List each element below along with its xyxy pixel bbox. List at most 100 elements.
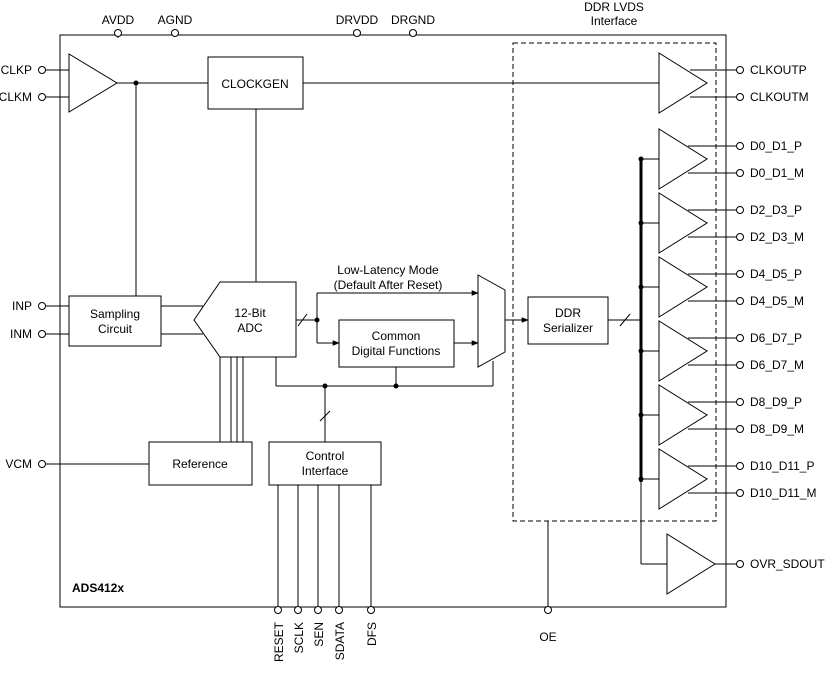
pin-ovr-sdout[interactable] [736,560,744,568]
pin-inp[interactable] [38,302,46,310]
pin-inm[interactable] [38,330,46,338]
clockgen-block [207,56,304,110]
pin-sdata-label: SDATA [333,622,347,660]
bus-junction [638,284,644,290]
pin-sclk[interactable] [294,606,302,614]
pin-drgnd[interactable] [409,29,417,37]
pin-d6-d7-m-label: D6_D7_M [750,358,804,372]
pin-d10-d11-m[interactable] [736,489,744,497]
clock-output-buffer [658,52,708,114]
supply-pins: AVDD AGND DRVDD DRGND [102,13,435,38]
pin-sclk-label: SCLK [292,622,306,653]
pin-d4-d5-m[interactable] [736,297,744,305]
low-latency-label-line1: Low-Latency Mode [337,263,439,277]
bus-junction [638,476,644,482]
clockgen-label: CLOCKGEN [221,77,288,91]
bus-junction [638,220,644,226]
pin-ovr-sdout-label: OVR_SDOUT [750,557,825,571]
bus-junction [638,412,644,418]
pin-clkp[interactable] [38,66,46,74]
pin-d2-d3-m[interactable] [736,233,744,241]
data-output-buffer [658,128,708,190]
pin-d10-d11-p-label: D10_D11_P [750,459,815,473]
pin-drvdd-label: DRVDD [336,13,379,27]
pin-agnd-label: AGND [158,13,193,27]
pin-clkoutp[interactable] [736,66,744,74]
pin-d6-d7-m[interactable] [736,361,744,369]
chip-name: ADS412x [72,581,124,595]
adc-label-line1: 12-Bit [234,306,266,320]
pin-oe[interactable] [544,606,552,614]
pin-d8-d9-m[interactable] [736,425,744,433]
pin-clkp-label: CLKP [1,63,32,77]
pin-sen[interactable] [314,606,322,614]
interface-title-line2: Interface [591,14,638,28]
adc-block [193,281,297,358]
pin-d6-d7-p-label: D6_D7_P [750,331,802,345]
pin-d4-d5-p-label: D4_D5_P [750,267,802,281]
pin-clkm-label: CLKM [0,90,32,104]
pin-agnd[interactable] [171,29,179,37]
bus-junction [638,348,644,354]
pin-clkm[interactable] [38,93,46,101]
pin-d8-d9-m-label: D8_D9_M [750,422,804,436]
control-pins: RESET SCLK SEN SDATA DFS [272,485,379,662]
pin-oe-label: OE [539,630,556,644]
analog-input-section: INP INM Sampling Circuit [10,295,203,347]
pin-d0-d1-p[interactable] [736,142,744,150]
sampling-circuit-block [68,295,162,347]
control-interface-block [268,441,382,486]
pin-dfs-label: DFS [365,622,379,646]
pin-d4-d5-m-label: D4_D5_M [750,294,804,308]
pin-d4-d5-p[interactable] [736,270,744,278]
pin-clkoutm[interactable] [736,93,744,101]
bus-junction [638,156,644,162]
pin-dfs[interactable] [367,606,375,614]
clock-input-buffer [68,53,118,113]
pin-d2-d3-m-label: D2_D3_M [750,230,804,244]
pin-d8-d9-p[interactable] [736,398,744,406]
pin-d0-d1-p-label: D0_D1_P [750,139,802,153]
pin-clkoutp-label: CLKOUTP [750,63,807,77]
data-output-buffer [658,320,708,382]
serializer-label-line1: DDR [555,306,581,320]
pin-drgnd-label: DRGND [391,13,435,27]
reference-block [148,441,253,486]
pin-d6-d7-p[interactable] [736,334,744,342]
pin-drvdd[interactable] [353,29,361,37]
pin-inm-label: INM [10,327,32,341]
ovr-output-buffer [666,533,716,595]
pin-sdata[interactable] [335,606,343,614]
control-label-line1: Control [306,449,345,463]
pin-d2-d3-p[interactable] [736,206,744,214]
ddr-serializer-block [527,296,609,345]
pin-vcm[interactable] [38,460,46,468]
ddr-lvds-region [512,42,717,522]
common-label-line1: Common [372,329,421,343]
pin-d2-d3-p-label: D2_D3_P [750,203,802,217]
control-label-line2: Interface [302,464,349,478]
low-latency-label-line2: (Default After Reset) [334,278,443,292]
interface-title-line1: DDR LVDS [584,0,644,14]
adc-label-line2: ADC [237,321,263,335]
pin-clkoutm-label: CLKOUTM [750,90,809,104]
output-mux [477,274,506,368]
data-output-buffer [658,384,708,446]
sampling-label-line1: Sampling [90,307,140,321]
pin-d0-d1-m-label: D0_D1_M [750,166,804,180]
pin-avdd[interactable] [114,29,122,37]
data-output-buffer [658,448,708,510]
pin-vcm-label: VCM [5,457,32,471]
data-output-buffer [658,256,708,318]
reference-label: Reference [172,457,228,471]
pin-reset[interactable] [274,606,282,614]
pin-d0-d1-m[interactable] [736,169,744,177]
sampling-label-line2: Circuit [98,322,133,336]
common-label-line2: Digital Functions [352,344,441,358]
data-output-buffer [658,192,708,254]
serializer-label-line2: Serializer [543,321,593,335]
pin-d10-d11-p[interactable] [736,462,744,470]
pin-sen-label: SEN [312,622,326,647]
pin-reset-label: RESET [272,621,286,662]
